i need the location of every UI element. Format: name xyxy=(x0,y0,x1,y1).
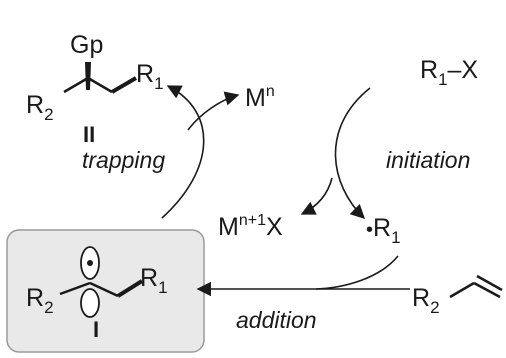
radical-electron-dot xyxy=(87,260,93,266)
product-II-wedge-bond xyxy=(85,62,91,90)
radical-I-r2-label: R2 xyxy=(26,284,54,317)
product-II-bond-r1 xyxy=(110,76,138,94)
product-II-r2-label: R2 xyxy=(26,91,54,124)
product-II-bond-ch2 xyxy=(87,76,113,94)
alkene: R2 xyxy=(412,274,503,317)
product-II-group-label: Gp xyxy=(70,31,103,59)
catalyst-Mn-label: Mn xyxy=(245,83,275,112)
catalyst-regeneration-arrow xyxy=(187,91,240,131)
p-orbital-lower-lobe xyxy=(80,288,100,318)
alkene-r2-label: R2 xyxy=(412,284,440,317)
alkyl-radical-label: •R1 xyxy=(366,214,401,247)
radical-I-bond-r1 xyxy=(116,279,144,298)
alkene-double-bond-a xyxy=(473,281,501,299)
alkyl-halide-label: R1–X xyxy=(420,56,478,89)
product-II: Gp R2 R1 II xyxy=(26,31,164,147)
alkene-double-bond-b xyxy=(476,274,503,292)
alkene-single-bond xyxy=(449,281,475,299)
radical-intermediate-I: R2 R1 I xyxy=(6,229,205,353)
product-II-compound-number: II xyxy=(83,122,95,147)
product-II-bond-r2 xyxy=(63,76,89,94)
radical-I-compound-number: I xyxy=(93,317,99,342)
product-II-r1-label: R1 xyxy=(136,60,164,93)
radical-I-r1-label: R1 xyxy=(140,264,168,297)
step-trapping-label: trapping xyxy=(82,147,165,173)
radical-I-bond-ch2 xyxy=(89,281,119,298)
initiation-cycle-arrow xyxy=(334,87,371,220)
addition-curved-line xyxy=(315,255,399,290)
step-initiation-label: initiation xyxy=(386,147,470,173)
radical-I-bond-r2 xyxy=(59,281,91,296)
catalyst-Mn1X-label: Mn+1X xyxy=(218,212,283,241)
oxidation-arrow xyxy=(300,177,333,215)
step-addition-label: addition xyxy=(236,307,317,333)
trapping-cycle-arrow xyxy=(161,85,205,219)
